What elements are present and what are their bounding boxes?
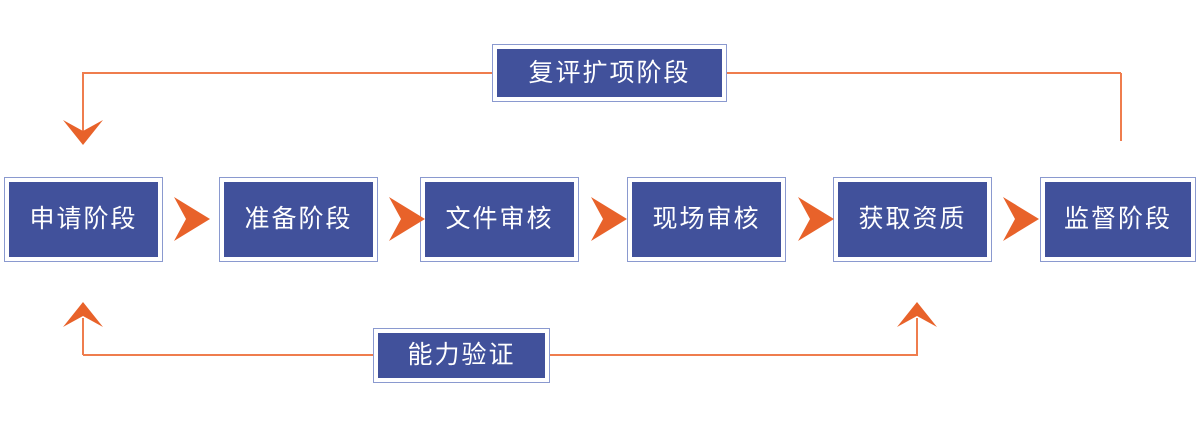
- top-feedback-right-horizontal: [727, 72, 1121, 74]
- flow-arrow-apply-to-prepare: [172, 196, 212, 242]
- stage-box-supervise[interactable]: 监督阶段: [1040, 177, 1196, 262]
- stage-box-proficiency-label: 能力验证: [407, 341, 516, 369]
- stage-box-prepare[interactable]: 准备阶段: [219, 177, 378, 262]
- flow-arrow-doc-review-to-site-audit: [589, 196, 629, 242]
- stage-box-prepare-label: 准备阶段: [244, 205, 353, 233]
- stage-box-supervise-label: 监督阶段: [1063, 205, 1172, 233]
- stage-box-prepare-inner: 准备阶段: [223, 181, 374, 258]
- stage-box-doc-review[interactable]: 文件审核: [420, 177, 579, 262]
- stage-box-doc-review-inner: 文件审核: [424, 181, 575, 258]
- stage-box-qualify-inner: 获取资质: [837, 181, 988, 258]
- stage-box-site-audit-label: 现场审核: [652, 205, 761, 233]
- stage-box-supervise-inner: 监督阶段: [1044, 181, 1192, 258]
- bottom-feedback-right-horizontal: [550, 354, 918, 356]
- flow-arrow-prepare-to-doc-review: [387, 196, 427, 242]
- bottom-feedback-left-horizontal: [83, 354, 373, 356]
- stage-box-reassessment-label: 复评扩项阶段: [528, 58, 691, 87]
- top-feedback-left-horizontal: [83, 72, 493, 74]
- bottom-feedback-left-vertical: [82, 318, 84, 355]
- stage-box-site-audit[interactable]: 现场审核: [627, 177, 786, 262]
- stage-box-apply-label: 申请阶段: [29, 205, 138, 233]
- stage-box-proficiency-inner: 能力验证: [377, 332, 546, 379]
- top-feedback-left-vertical: [82, 72, 84, 134]
- top-feedback-down-arrowhead: [62, 118, 104, 146]
- bottom-feedback-left-up-arrowhead: [62, 301, 104, 329]
- stage-box-proficiency[interactable]: 能力验证: [373, 328, 550, 383]
- stage-box-qualify[interactable]: 获取资质: [833, 177, 992, 262]
- bottom-feedback-right-vertical: [916, 318, 918, 355]
- top-feedback-right-vertical: [1120, 73, 1122, 141]
- bottom-feedback-right-up-arrowhead: [896, 301, 938, 329]
- flow-arrow-site-audit-to-qualify: [796, 196, 836, 242]
- stage-box-reassessment[interactable]: 复评扩项阶段: [492, 44, 727, 102]
- stage-box-reassessment-inner: 复评扩项阶段: [496, 48, 723, 98]
- stage-box-qualify-label: 获取资质: [858, 205, 967, 233]
- stage-box-apply-inner: 申请阶段: [8, 181, 159, 258]
- stage-box-site-audit-inner: 现场审核: [631, 181, 782, 258]
- stage-box-apply[interactable]: 申请阶段: [4, 177, 163, 262]
- flow-arrow-qualify-to-supervise: [1001, 196, 1041, 242]
- stage-box-doc-review-label: 文件审核: [445, 205, 554, 233]
